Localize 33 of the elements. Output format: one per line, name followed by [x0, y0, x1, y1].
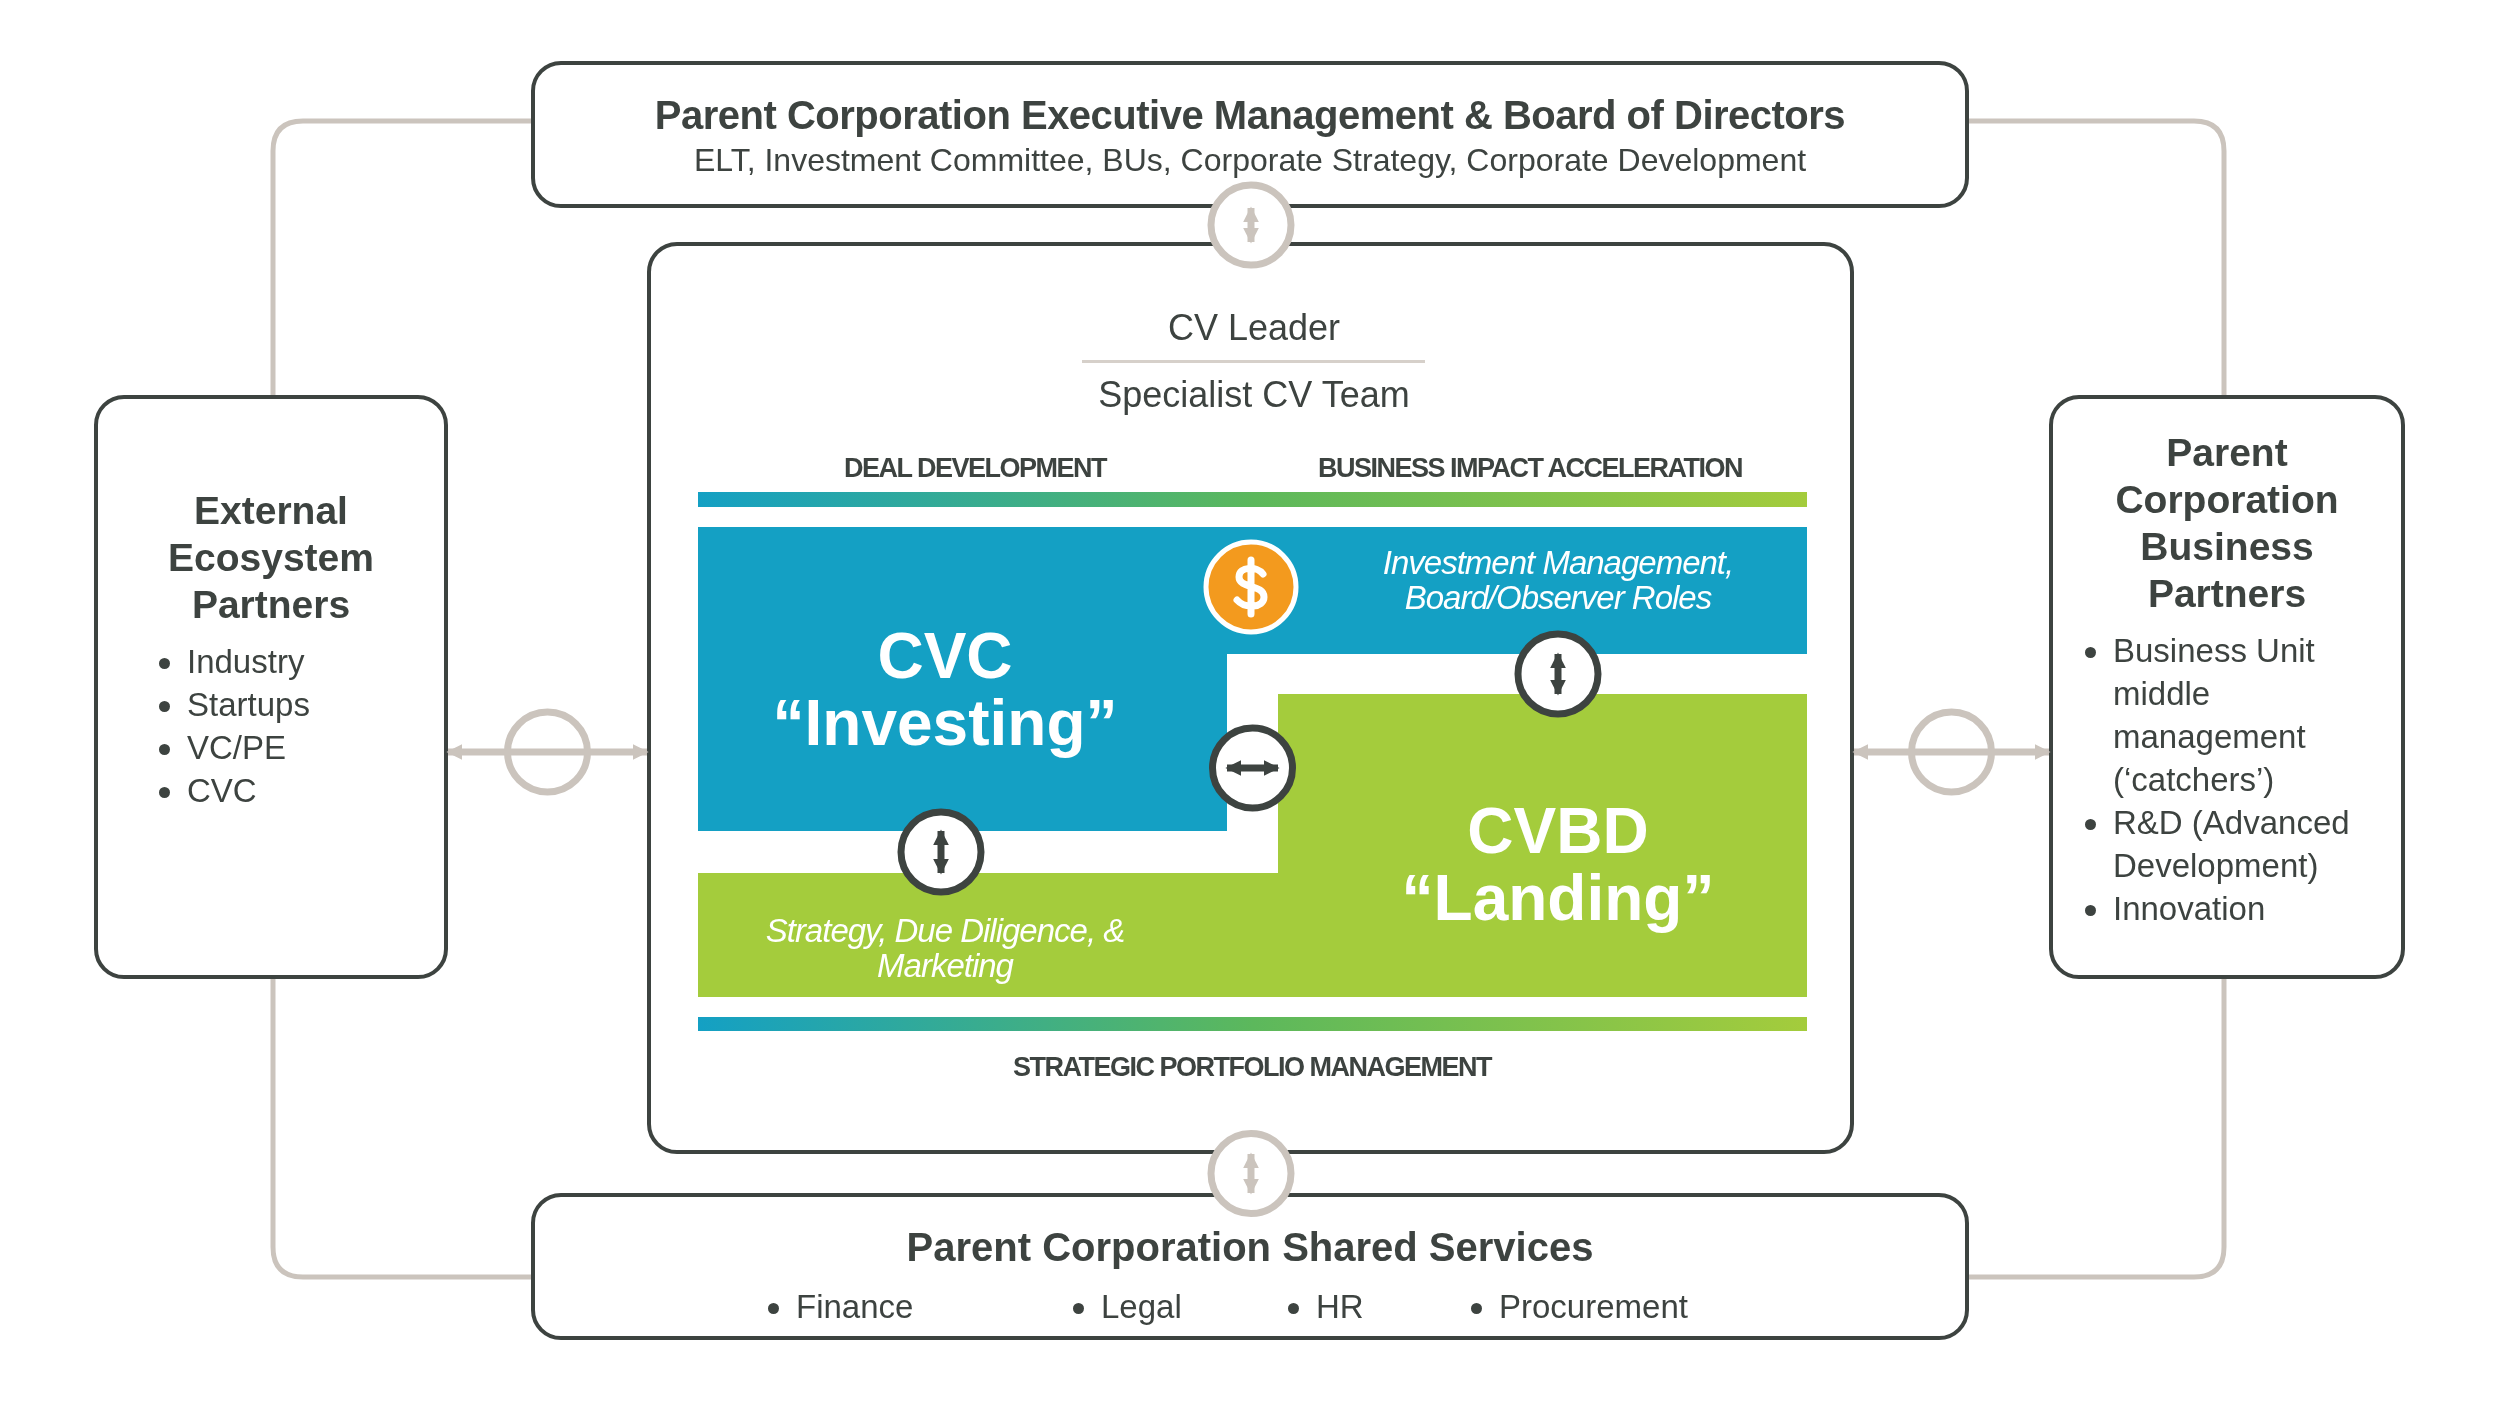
bullet-item: R&D (Advanced Development): [2077, 801, 2377, 887]
bullet-item: Startups: [151, 683, 391, 726]
bullet-item: HR: [1280, 1285, 1364, 1328]
rounded-box: [94, 395, 448, 979]
bullet-item: VC/PE: [151, 726, 391, 769]
box-title: Parent Corporation Executive Management & Board of Directors: [654, 91, 1846, 139]
box-title: Parent Corporation Business Partners: [2114, 430, 2340, 617]
box-subtitle: ELT, Investment Committee, BUs, Corporate Strategy, Corporate Development: [693, 140, 1807, 180]
gradient-bar: [698, 492, 1807, 507]
bullet-item: Finance: [760, 1285, 914, 1328]
rounded-box: [2049, 395, 2405, 979]
bullet-item: Legal: [1065, 1285, 1182, 1328]
box-title: External Ecosystem Partners: [167, 488, 375, 628]
rounded-box: [531, 1193, 1969, 1340]
panel-caption: Investment Management, Board/Observer Roles: [1381, 546, 1735, 616]
section-label: BUSINESS IMPACT ACCELERATION: [1318, 452, 1742, 484]
panel-title: CVC “Investing”: [771, 622, 1119, 758]
box-title: Parent Corporation Shared Services: [905, 1225, 1595, 1270]
panel-shape: [698, 694, 1807, 997]
bullet-item: Procurement: [1463, 1285, 1688, 1328]
panel-title: CVBD “Landing”: [1400, 797, 1716, 933]
panel-caption: Strategy, Due Diligence, & Marketing: [764, 914, 1126, 984]
bullet-item: CVC: [151, 769, 391, 812]
section-label: STRATEGIC PORTFOLIO MANAGEMENT: [1013, 1051, 1491, 1083]
rounded-box: [531, 61, 1969, 208]
bullet-item: Innovation: [2077, 887, 2377, 930]
gradient-bar: [698, 1017, 1807, 1031]
leader-title: CV Leader: [1167, 307, 1341, 349]
bullet-item: Business Unit middle management (‘catchers’): [2077, 629, 2377, 801]
team-title: Specialist CV Team: [1098, 374, 1410, 416]
section-label: DEAL DEVELOPMENT: [844, 452, 1106, 484]
bullet-item: Industry: [151, 640, 391, 683]
rounded-box: [647, 242, 1854, 1154]
